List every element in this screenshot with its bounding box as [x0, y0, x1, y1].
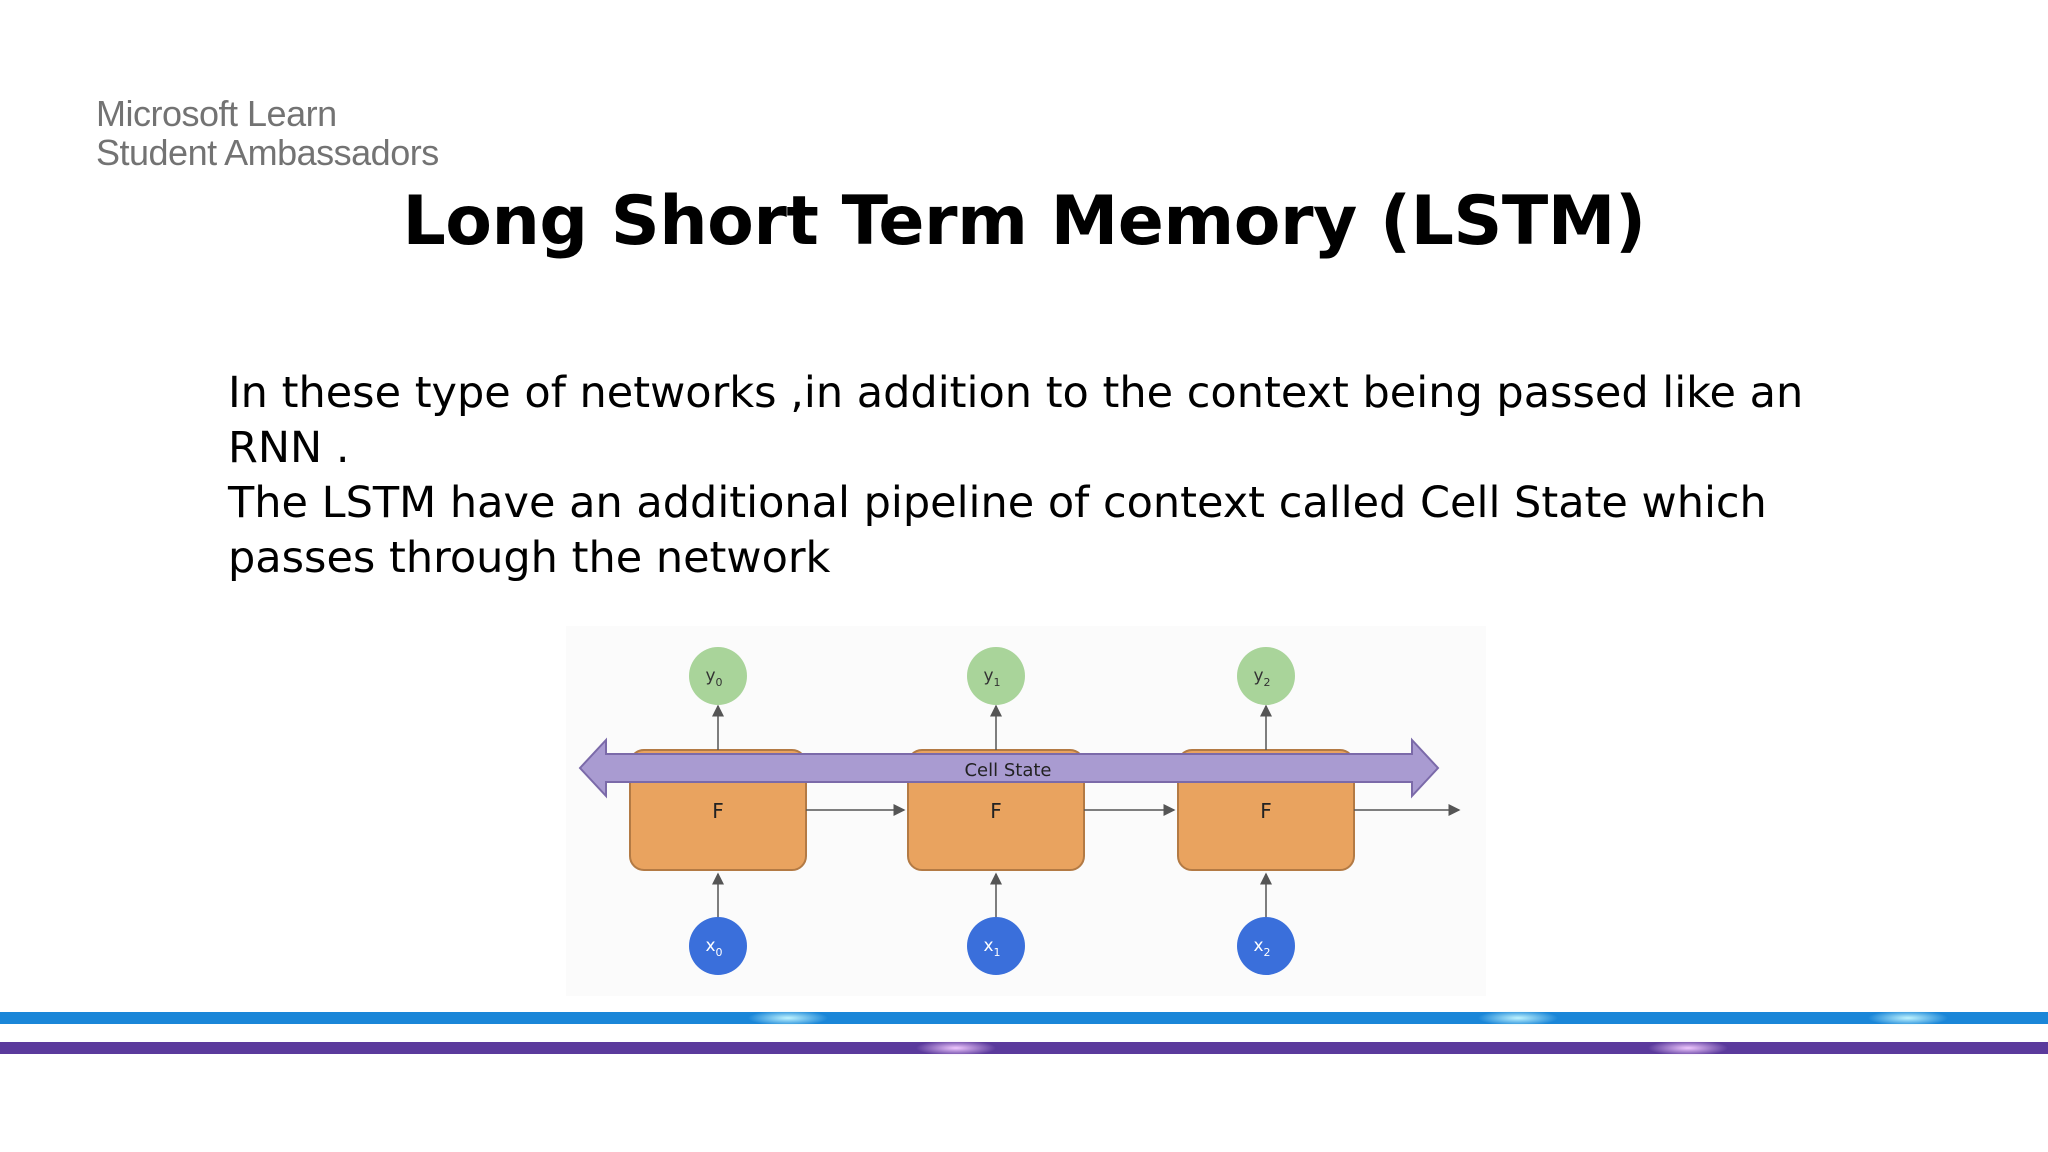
output-node-2: y2	[1237, 647, 1295, 705]
purple-stripe	[0, 1042, 2048, 1054]
input-node-2: x2	[1237, 917, 1295, 975]
svg-text:y0: y0	[705, 666, 722, 689]
svg-text:y2: y2	[1253, 666, 1270, 689]
brand-line-2: Student Ambassadors	[96, 132, 439, 173]
svg-text:x1: x1	[983, 936, 1000, 959]
output-node-1: y1	[967, 647, 1025, 705]
decorative-stripes	[0, 1008, 2048, 1058]
output-node-0: y0	[689, 647, 747, 705]
slide-title: Long Short Term Memory (LSTM)	[402, 182, 1646, 261]
cell-state-label: Cell State	[964, 760, 1051, 781]
paragraph-1: In these type of networks ,in addition t…	[228, 368, 1804, 473]
slide-body: In these type of networks ,in addition t…	[228, 366, 1888, 586]
svg-text:x0: x0	[705, 936, 722, 959]
svg-text:x2: x2	[1253, 936, 1270, 959]
lstm-diagram: F F F Cell S	[566, 626, 1486, 996]
brand-logo: Microsoft Learn Student Ambassadors	[96, 94, 439, 172]
brand-line-1: Microsoft Learn	[96, 93, 337, 134]
paragraph-2: The LSTM have an additional pipeline of …	[228, 478, 1767, 583]
input-node-0: x0	[689, 917, 747, 975]
cell-label: F	[712, 799, 724, 823]
svg-text:y1: y1	[983, 666, 1000, 689]
blue-stripe	[0, 1012, 2048, 1024]
lstm-diagram-svg: F F F Cell S	[578, 647, 1461, 975]
cell-label: F	[990, 799, 1002, 823]
cell-label: F	[1260, 799, 1272, 823]
input-node-1: x1	[967, 917, 1025, 975]
cell-state-arrow: Cell State	[578, 737, 1440, 799]
